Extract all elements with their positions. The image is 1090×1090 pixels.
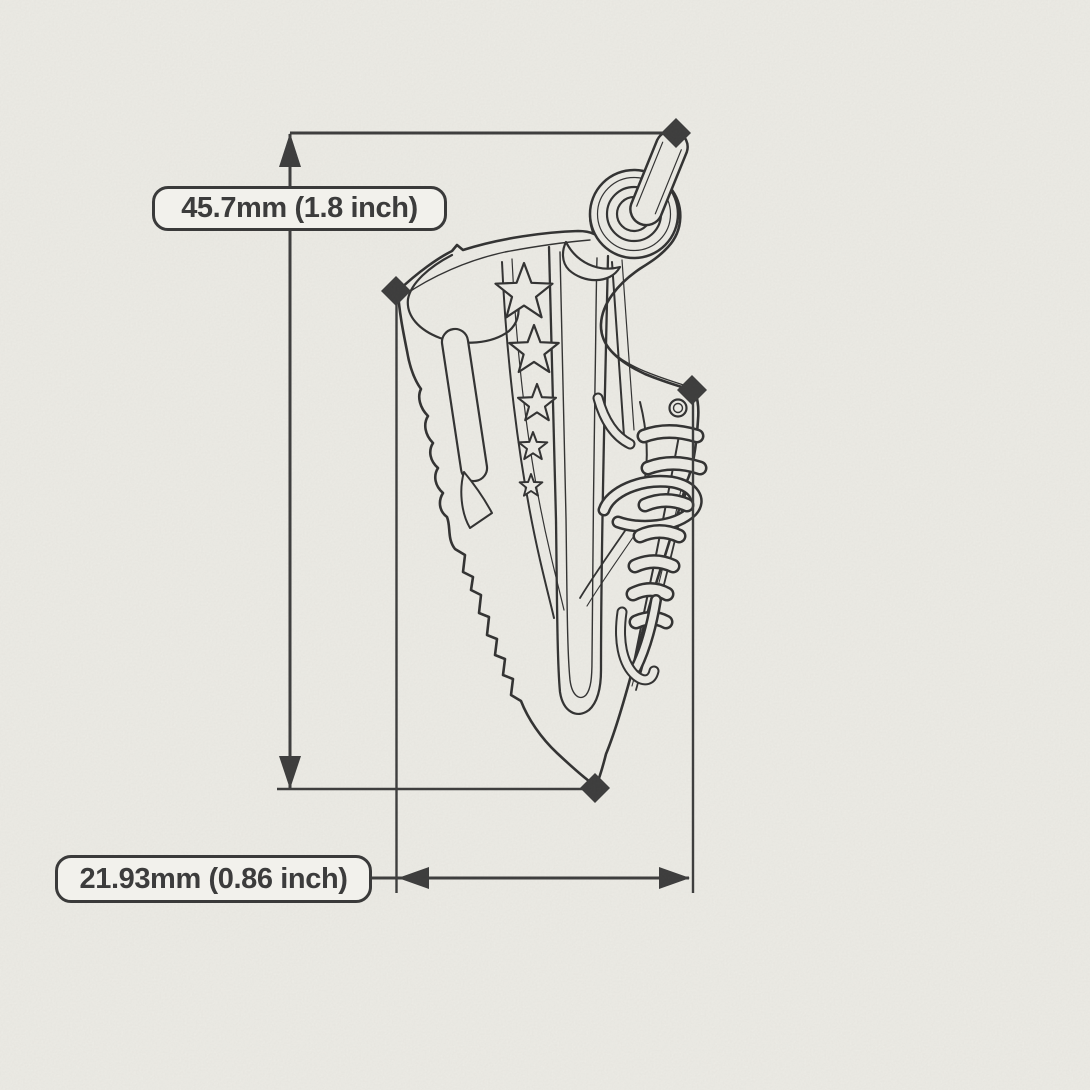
width-dimension-label: 21.93mm (0.86 inch) (55, 855, 372, 903)
height-dimension-label: 45.7mm (1.8 inch) (152, 186, 447, 231)
